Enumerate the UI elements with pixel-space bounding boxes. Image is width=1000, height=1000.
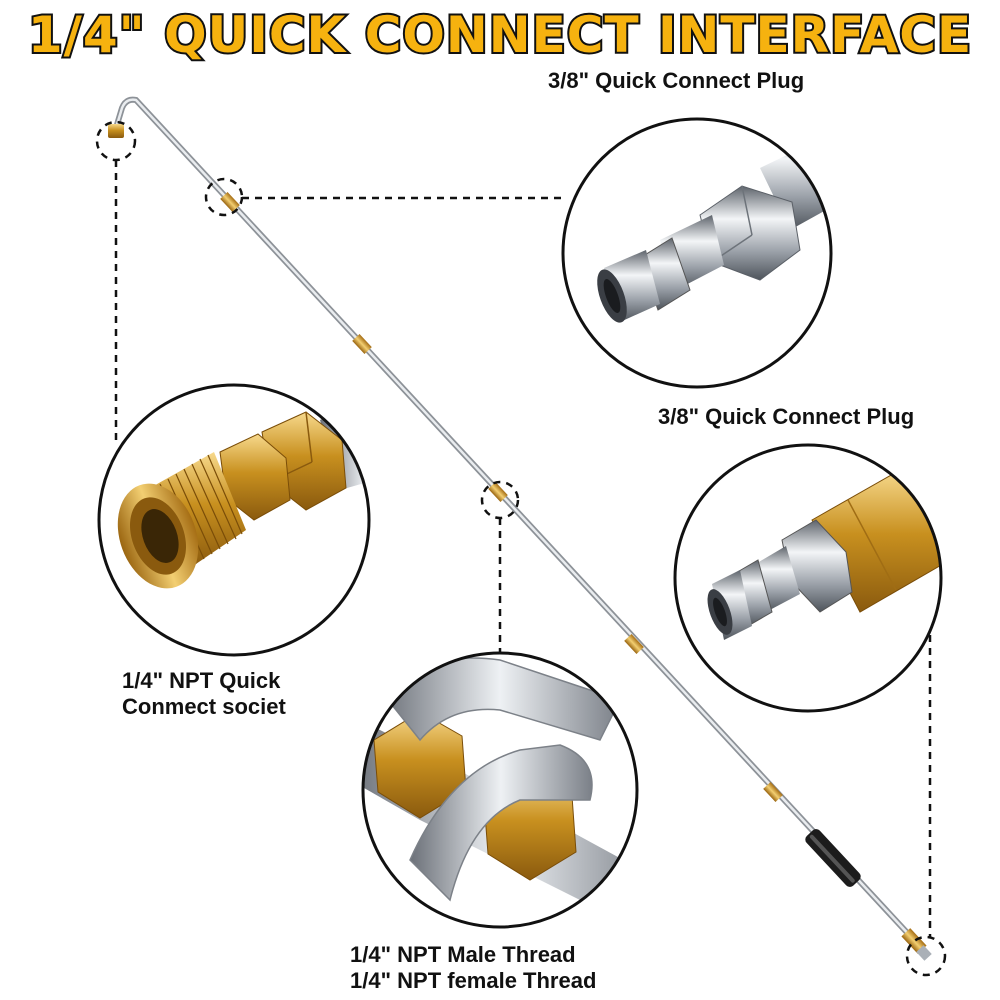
rod-coupler (220, 192, 783, 802)
thread-label-line1: 1/4" NPT Male Thread (350, 942, 576, 967)
page-title: 1/4" QUICK CONNECT INTERFACE (26, 4, 973, 66)
plug-right-zoom (673, 443, 943, 713)
end-fitting (901, 928, 932, 961)
thread-label: 1/4" NPT Male Thread 1/4" NPT female Thr… (350, 942, 596, 994)
socket-zoom (97, 383, 371, 657)
wand-rod (113, 96, 928, 955)
callout-ring-end (905, 935, 947, 977)
grip-handle (805, 829, 861, 887)
socket-label: 1/4" NPT Quick Conmect societ (122, 668, 286, 720)
socket-label-line2: Conmect societ (122, 694, 286, 719)
callout-lines (95, 120, 947, 977)
thread-label-line2: 1/4" NPT female Thread (350, 968, 597, 993)
plug-top-label: 3/8" Quick Connect Plug (548, 68, 805, 93)
thread-zoom (361, 651, 639, 929)
plug-right-label: 3/8" Quick Connect Plug (658, 404, 915, 429)
plug-top-zoom (561, 117, 833, 389)
socket-label-line1: 1/4" NPT Quick (122, 668, 281, 693)
nozzle-tip (108, 124, 124, 138)
